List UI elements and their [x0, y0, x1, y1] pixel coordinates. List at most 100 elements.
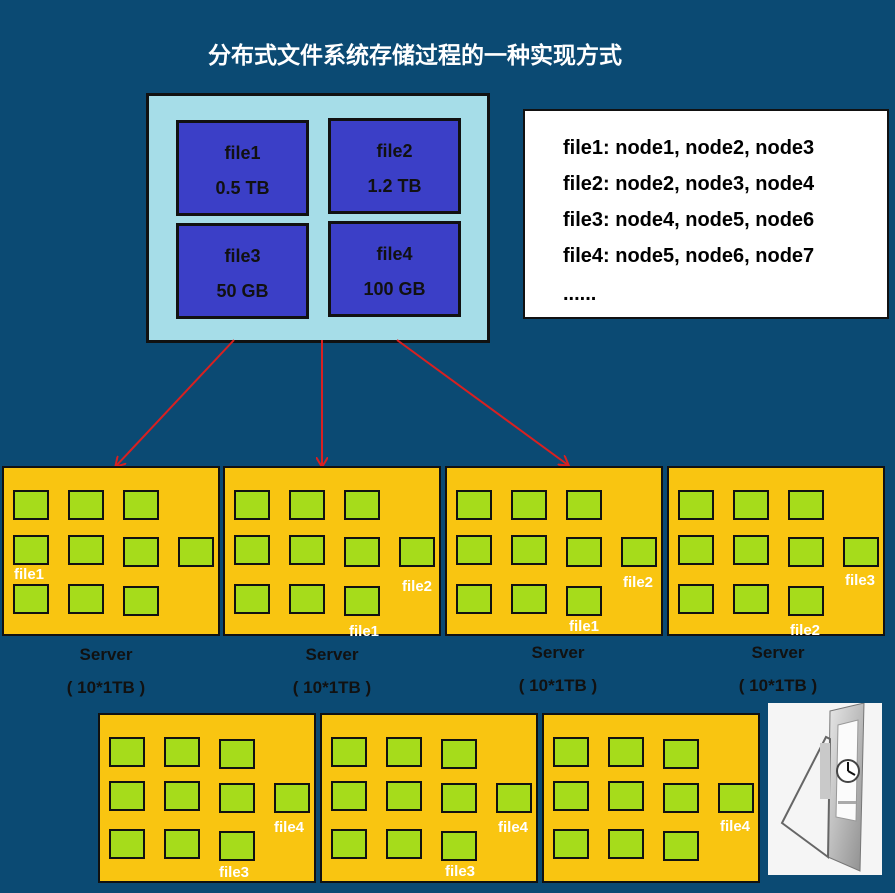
storage-block — [608, 829, 644, 859]
storage-block — [386, 829, 422, 859]
storage-block — [123, 586, 159, 616]
storage-block — [678, 535, 714, 565]
storage-block — [109, 781, 145, 811]
arrow-to-server-3 — [396, 339, 568, 465]
storage-block — [733, 584, 769, 614]
server-top-4: file3 file2 — [667, 466, 885, 639]
clock-icon — [780, 702, 865, 872]
block-file-label: file2 — [623, 574, 654, 591]
storage-block — [68, 584, 104, 614]
server-label: Server — [79, 645, 133, 664]
storage-block — [678, 490, 714, 520]
storage-block — [68, 535, 104, 565]
node-mapping-box: file1: node1, node2, node3 file2: node2,… — [523, 109, 889, 319]
file-cell-1: file1 0.5 TB — [176, 120, 309, 216]
storage-block — [733, 535, 769, 565]
storage-block — [608, 781, 644, 811]
block-file-label: file1 — [569, 618, 600, 635]
storage-block — [331, 829, 367, 859]
storage-block — [164, 781, 200, 811]
storage-block — [386, 781, 422, 811]
mapping-line: file2: node2, node3, node4 — [563, 173, 815, 195]
server-top-1: file1 — [2, 466, 220, 636]
storage-block — [289, 535, 325, 565]
server-top-2: file2 file1 — [223, 466, 441, 640]
storage-block — [274, 783, 310, 813]
block-file-label: file4 — [274, 819, 305, 836]
storage-block — [843, 537, 879, 567]
file-name: file4 — [376, 244, 413, 264]
mapping-line: file3: node4, node5, node6 — [563, 209, 815, 231]
storage-block — [219, 739, 255, 769]
storage-block — [553, 737, 589, 767]
storage-block — [123, 537, 159, 567]
storage-block — [511, 584, 547, 614]
server-bottom-1: file4 file3 — [98, 713, 316, 883]
server-label: Server — [305, 645, 359, 664]
block-file-label: file2 — [402, 578, 433, 595]
storage-block — [13, 584, 49, 614]
storage-block — [109, 829, 145, 859]
server-capacity: ( 10*1TB ) — [518, 676, 598, 695]
file-name: file3 — [224, 246, 261, 266]
storage-block — [164, 737, 200, 767]
block-file-label: file4 — [498, 819, 529, 836]
file-name: file2 — [376, 141, 413, 161]
storage-block — [566, 490, 602, 520]
storage-block — [456, 584, 492, 614]
file-cell-4: file4 100 GB — [328, 221, 461, 317]
storage-block — [441, 831, 477, 861]
storage-block — [566, 537, 602, 567]
storage-block — [13, 490, 49, 520]
storage-block — [733, 490, 769, 520]
storage-block — [456, 535, 492, 565]
server-capacity: ( 10*1TB ) — [66, 678, 146, 697]
storage-block — [386, 737, 422, 767]
file-size: 50 GB — [216, 281, 269, 301]
storage-block — [344, 537, 380, 567]
file-size: 100 GB — [363, 279, 426, 299]
block-file-label: file3 — [219, 864, 250, 881]
storage-block — [164, 829, 200, 859]
storage-block — [344, 586, 380, 616]
storage-block — [788, 490, 824, 520]
server-bottom-2: file4 file3 — [320, 713, 538, 883]
server-bottom-3: file4 — [542, 713, 760, 883]
storage-block — [399, 537, 435, 567]
storage-block — [441, 739, 477, 769]
block-file-label: file1 — [14, 566, 45, 583]
storage-block — [344, 490, 380, 520]
storage-block — [608, 737, 644, 767]
storage-block — [68, 490, 104, 520]
file-size: 1.2 TB — [367, 176, 422, 196]
storage-block — [219, 783, 255, 813]
storage-block — [219, 831, 255, 861]
storage-block — [566, 586, 602, 616]
storage-block — [123, 490, 159, 520]
block-file-label: file1 — [349, 623, 380, 640]
storage-block — [234, 490, 270, 520]
clock-image — [768, 702, 882, 875]
storage-block — [456, 490, 492, 520]
server-capacity: ( 10*1TB ) — [738, 676, 818, 695]
block-file-label: file2 — [790, 622, 821, 639]
file-name: file1 — [224, 143, 261, 163]
storage-block — [13, 535, 49, 565]
storage-block — [678, 584, 714, 614]
storage-block — [553, 781, 589, 811]
block-file-label: file3 — [845, 572, 876, 589]
storage-block — [511, 490, 547, 520]
block-file-label: file4 — [720, 818, 751, 835]
file-size: 0.5 TB — [215, 178, 270, 198]
block-file-label: file3 — [445, 863, 476, 880]
storage-block — [234, 535, 270, 565]
storage-block — [553, 829, 589, 859]
storage-block — [331, 737, 367, 767]
storage-block — [718, 783, 754, 813]
server-top-3: file2 file1 — [445, 466, 663, 636]
file-cell-2: file2 1.2 TB — [328, 118, 461, 214]
storage-block — [234, 584, 270, 614]
storage-block — [511, 535, 547, 565]
mapping-line: file4: node5, node6, node7 — [563, 245, 815, 267]
